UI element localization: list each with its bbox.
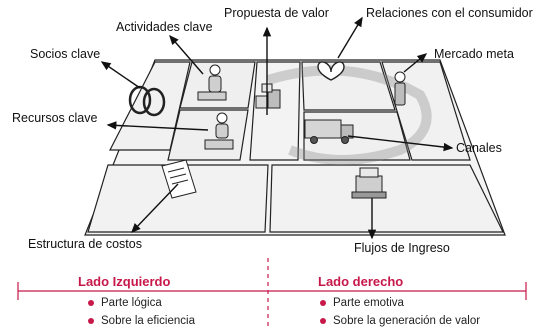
cash-register-icon [351,167,387,199]
label-flujos: Flujos de Ingreso [354,241,450,255]
label-socios: Socios clave [30,47,100,61]
legend-left-title: Lado Izquierdo [78,274,171,289]
arrow-relaciones [337,16,363,59]
legend-right-title: Lado derecho [318,274,404,289]
truck-icon [304,119,354,144]
legend-right-item-2-text: Sobre la generación de valor [333,315,481,327]
arrow-socios [100,61,141,89]
arrow-recursos [106,121,209,131]
worker-icon [197,64,227,101]
arrow-estructura [131,183,179,234]
arrow-actividades [169,34,204,75]
legend-left-item-2: Sobre la eficiencia [88,315,195,327]
label-actividades: Actividades clave [116,20,213,34]
rings-icon [128,85,166,117]
legend-right-item-2: Sobre la generación de valor [320,315,480,327]
pointer-arrows [100,16,454,240]
bullet-dot [320,318,326,324]
bullet-dot [88,318,94,324]
label-recursos: Recursos clave [12,111,97,125]
legend-left-item-2-text: Sobre la eficiencia [101,315,195,327]
label-relaciones: Relaciones con el consumidor [366,6,533,20]
legend-right-item-1-text: Parte emotiva [333,297,404,309]
label-mercado: Mercado meta [434,47,514,61]
person-icon [394,71,406,106]
tile-costos [87,164,269,233]
legend-right-item-1: Parte emotiva [320,297,404,309]
legend-left-item-1-text: Parte lógica [101,297,162,309]
arrow-canales [347,135,454,152]
arrow-mercado [403,53,428,73]
tile-recursos [167,109,249,161]
bullet-dot [320,300,326,306]
legend-left-item-1: Parte lógica [88,297,162,309]
label-propuesta: Propuesta de valor [224,6,329,20]
invoice-icon [161,159,197,199]
bullet-dot [88,300,94,306]
heart-icon [317,61,345,81]
label-canales: Canales [456,141,502,155]
label-estructura: Estructura de costos [28,237,142,251]
worker-icon [204,112,234,150]
